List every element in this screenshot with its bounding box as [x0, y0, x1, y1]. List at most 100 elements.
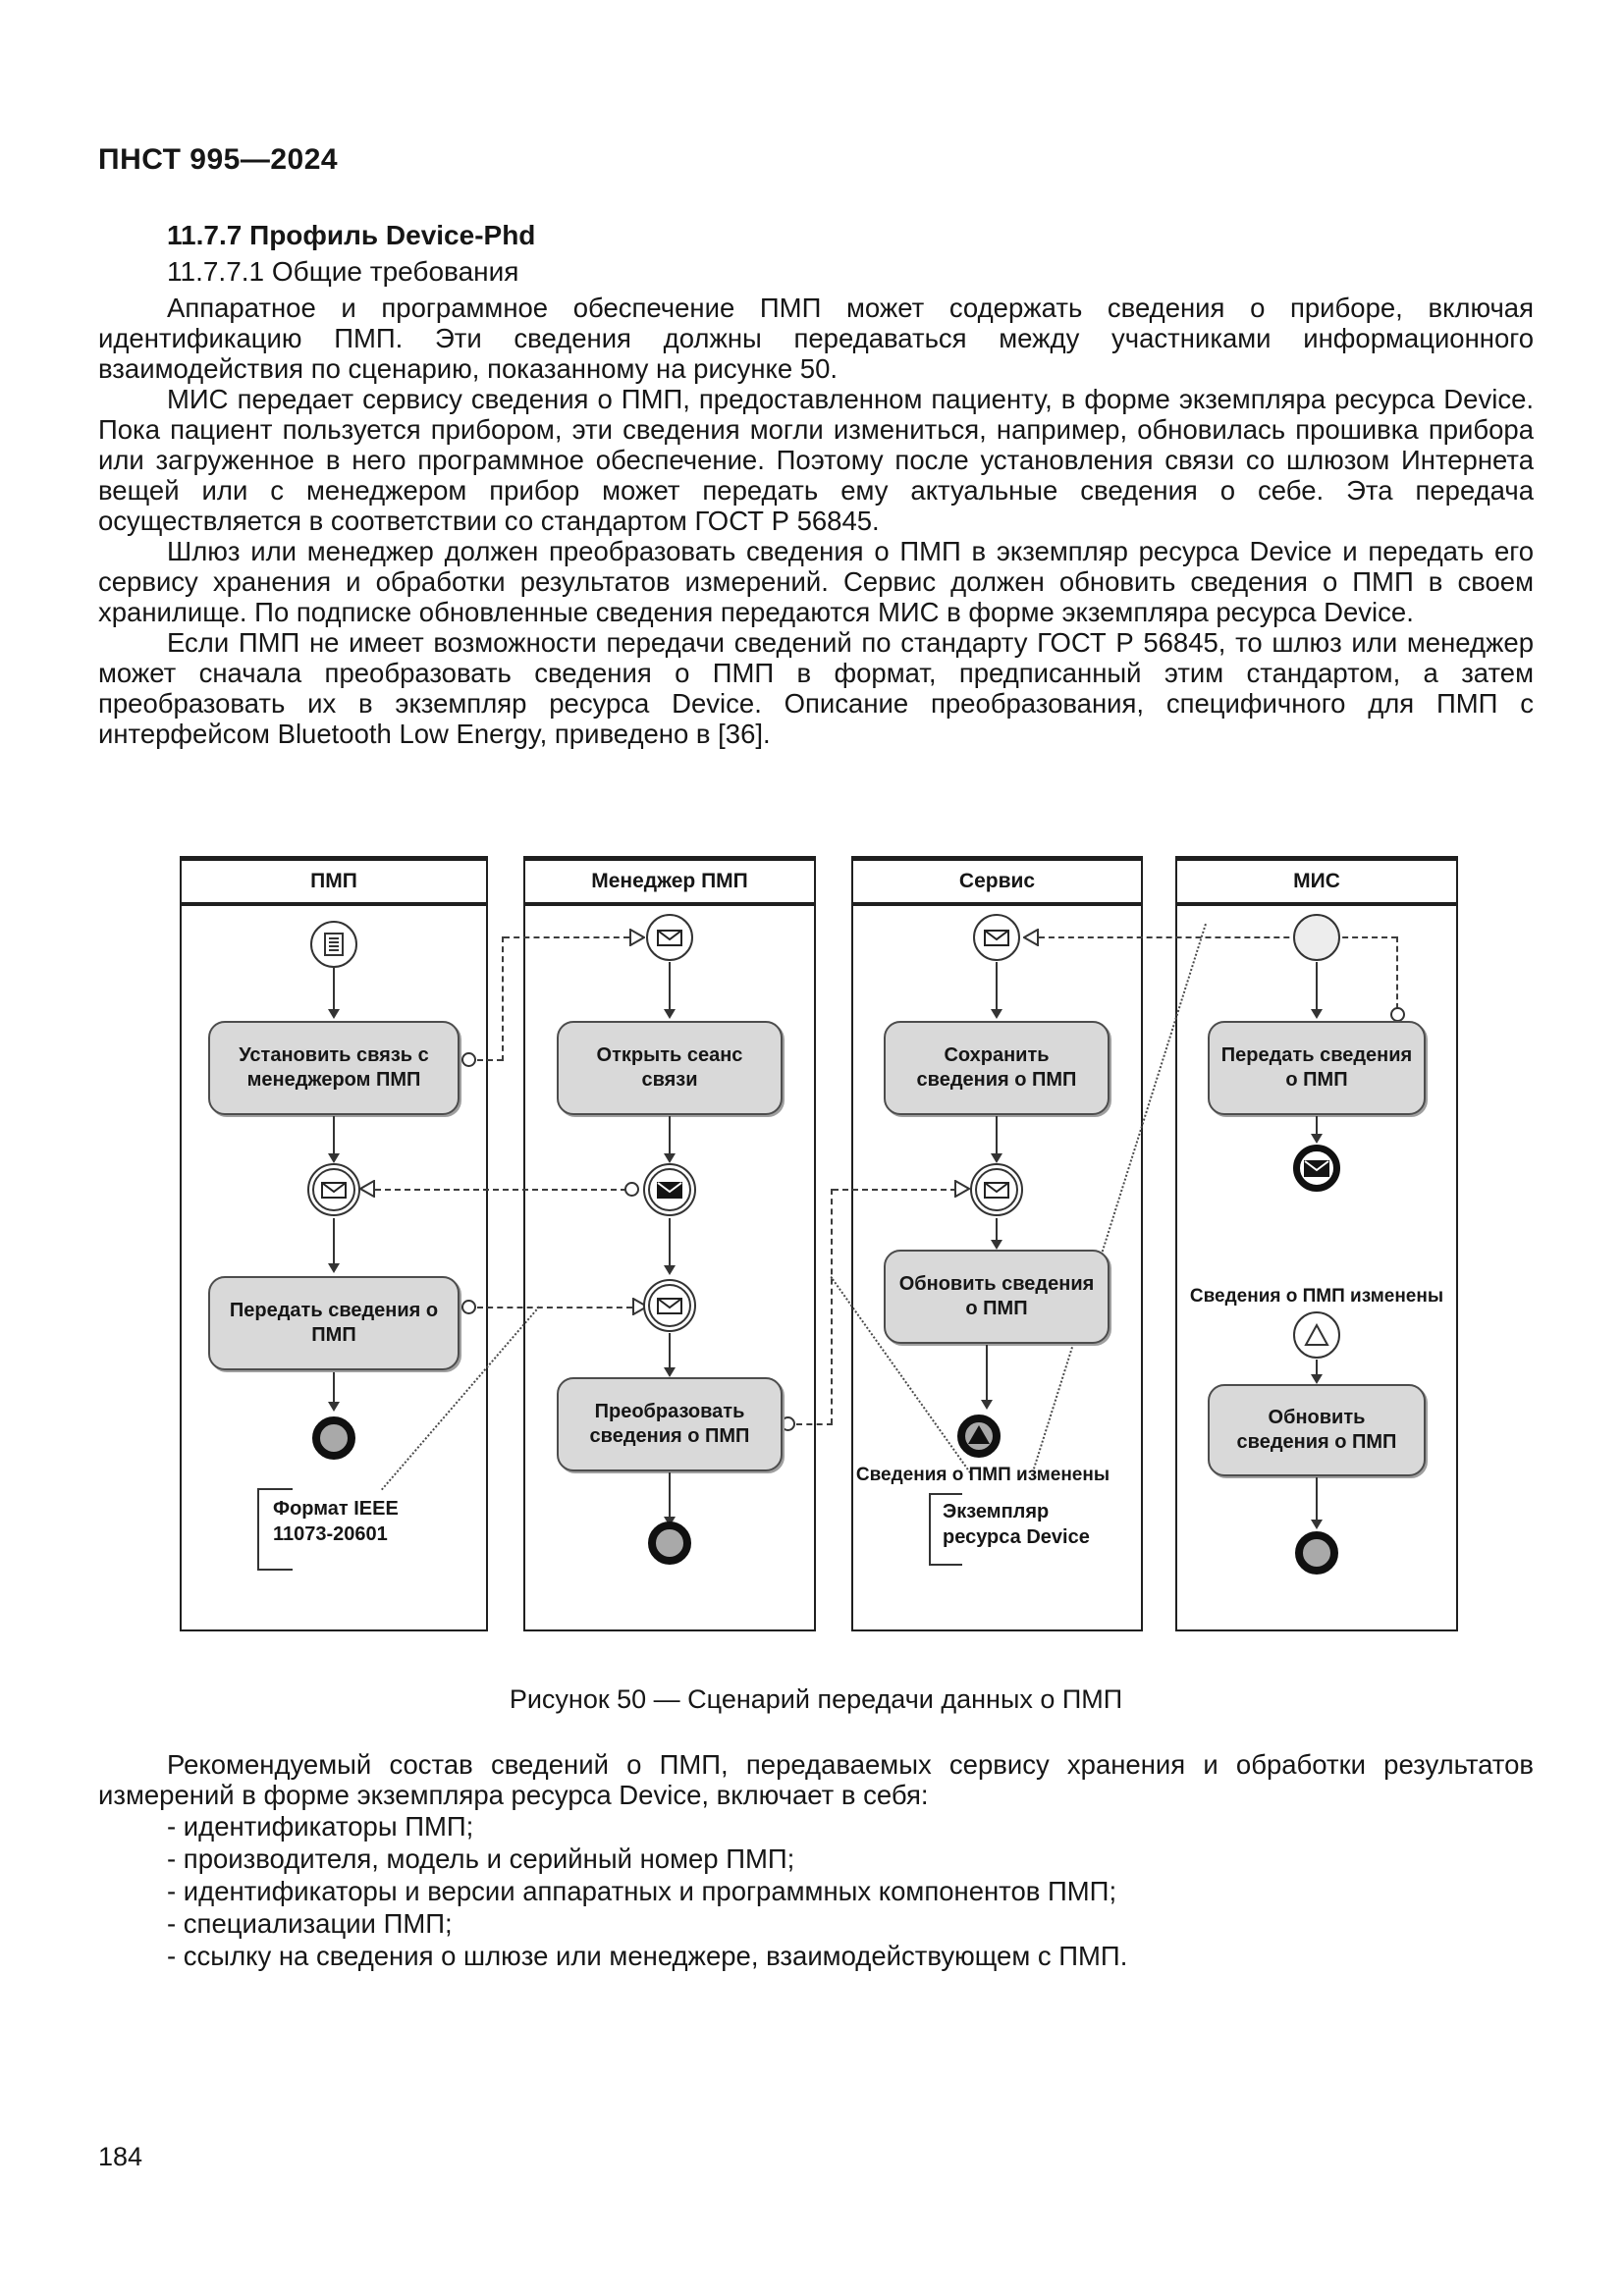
event-inner-ring	[975, 1168, 1018, 1211]
arrowhead-icon	[664, 1367, 676, 1377]
list-item: - идентификаторы и версии аппаратных и п…	[167, 1876, 1117, 1906]
arrowhead-icon	[981, 1400, 993, 1410]
sequence-flow	[669, 1472, 671, 1517]
sequence-flow	[1316, 1477, 1318, 1520]
sequence-flow	[333, 1218, 335, 1263]
open-arrowhead-left-icon	[359, 1180, 375, 1198]
arrowhead-icon	[991, 1009, 1002, 1019]
message-source-dot	[624, 1182, 639, 1197]
task-send-pmp-data: Передать сведения о ПМП	[208, 1276, 460, 1370]
arrowhead-icon	[991, 1240, 1002, 1250]
task-transmit-pmp-data: Передать сведения о ПМП	[1208, 1021, 1426, 1115]
message-throw-event	[643, 1163, 696, 1216]
sequence-flow	[986, 1345, 988, 1400]
message-flow-segment	[477, 1307, 632, 1308]
message-catch-event	[307, 1163, 360, 1216]
paragraph: Шлюз или менеджер должен преобразовать с…	[98, 536, 1534, 627]
message-flow-segment	[504, 936, 629, 938]
envelope-icon	[984, 929, 1009, 946]
plain-start-event	[1293, 914, 1340, 961]
message-source-dot	[461, 1052, 476, 1067]
envelope-icon	[321, 1181, 347, 1199]
after-figure-text: Рекомендуемый состав сведений о ПМП, пер…	[98, 1749, 1534, 1972]
envelope-icon	[657, 929, 682, 946]
arrowhead-icon	[328, 1402, 340, 1412]
annotation-line: Формат IEEE	[273, 1498, 399, 1520]
lane-pmp-title: ПМП	[182, 858, 486, 906]
event-inner-ring	[648, 1168, 691, 1211]
message-flow-segment	[796, 1423, 833, 1425]
arrowhead-icon	[664, 1265, 676, 1275]
open-arrowhead-left-icon	[1023, 929, 1039, 946]
message-flow-segment	[477, 1059, 503, 1061]
annotation-bracket	[257, 1488, 293, 1571]
message-source-dot	[1390, 1007, 1405, 1022]
lane-service-title: Сервис	[853, 858, 1141, 906]
envelope-dark-icon	[657, 1181, 682, 1199]
event-inner-ring	[312, 1168, 355, 1211]
message-catch-event	[970, 1163, 1023, 1216]
sequence-flow	[996, 1116, 998, 1153]
open-arrowhead-right-icon	[632, 1298, 648, 1315]
envelope-icon	[984, 1181, 1009, 1199]
message-source-dot	[461, 1300, 476, 1314]
section-subheading: 11.7.7.1 Общие требования	[167, 256, 519, 287]
arrowhead-icon	[1311, 1134, 1323, 1144]
end-event	[648, 1522, 691, 1565]
sequence-flow	[1316, 1116, 1318, 1134]
sequence-flow	[1316, 1360, 1318, 1374]
annotation-bracket	[929, 1493, 962, 1566]
message-catch-event	[643, 1279, 696, 1332]
message-flow-segment	[502, 936, 504, 1061]
sequence-flow	[669, 1218, 671, 1265]
message-flow-segment	[375, 1189, 626, 1191]
figure-caption: Рисунок 50 — Сценарий передачи данных о …	[509, 1684, 1123, 1714]
message-start-event	[973, 914, 1020, 961]
arrowhead-icon	[328, 1153, 340, 1163]
envelope-icon	[657, 1297, 682, 1314]
task-update-pmp-data: Обновить сведения о ПМП	[1208, 1384, 1426, 1476]
sequence-flow	[996, 1218, 998, 1240]
document-number: ПНСТ 995—2024	[98, 143, 339, 176]
task-update-pmp-data: Обновить сведения о ПМП	[884, 1250, 1110, 1344]
message-end-event	[1293, 1145, 1340, 1192]
envelope-dark-icon	[1304, 1159, 1329, 1177]
annotation-line: 11073-20601	[273, 1523, 388, 1545]
paragraph: Аппаратное и программное обеспечение ПМП…	[98, 293, 1534, 384]
end-event	[1295, 1531, 1338, 1575]
annotation-line: ресурса Device	[943, 1526, 1090, 1548]
arrowhead-icon	[328, 1263, 340, 1273]
event-inner-ring	[648, 1284, 691, 1327]
message-flow-segment	[831, 1189, 833, 1424]
sequence-flow	[333, 968, 335, 1009]
arrowhead-icon	[664, 1153, 676, 1163]
open-arrowhead-right-icon	[954, 1180, 970, 1198]
task-open-session: Открыть сеанс связи	[557, 1021, 783, 1115]
sequence-flow	[669, 962, 671, 1009]
message-flow-segment	[1029, 936, 1397, 938]
body-text: Аппаратное и программное обеспечение ПМП…	[98, 293, 1534, 749]
list-item: - ссылку на сведения о шлюзе или менедже…	[167, 1941, 1128, 1971]
sequence-flow	[1316, 962, 1318, 1009]
sequence-flow	[669, 1116, 671, 1153]
sequence-flow	[333, 1116, 335, 1153]
arrowhead-icon	[328, 1009, 340, 1019]
arrowhead-icon	[1311, 1009, 1323, 1019]
end-event	[312, 1416, 355, 1460]
signal-label: Сведения о ПМП изменены	[1189, 1286, 1444, 1307]
list-item: - идентификаторы ПМП;	[167, 1811, 474, 1842]
message-source-dot	[781, 1416, 795, 1431]
lane-manager-title: Менеджер ПМП	[525, 858, 814, 906]
start-event-document	[310, 921, 357, 968]
paragraph: Если ПМП не имеет возможности передачи с…	[98, 627, 1534, 749]
sequence-flow	[996, 962, 998, 1009]
task-establish-connection: Установить связь с менеджером ПМП	[208, 1021, 460, 1115]
arrowhead-icon	[1311, 1374, 1323, 1384]
sequence-flow	[333, 1372, 335, 1402]
paragraph: МИС передает сервису сведения о ПМП, пре…	[98, 384, 1534, 536]
message-start-event	[646, 914, 693, 961]
annotation-ieee-format: Формат IEEE 11073-20601	[273, 1496, 399, 1547]
signal-label: Сведения о ПМП изменены	[855, 1465, 1110, 1485]
arrowhead-icon	[1311, 1520, 1323, 1529]
